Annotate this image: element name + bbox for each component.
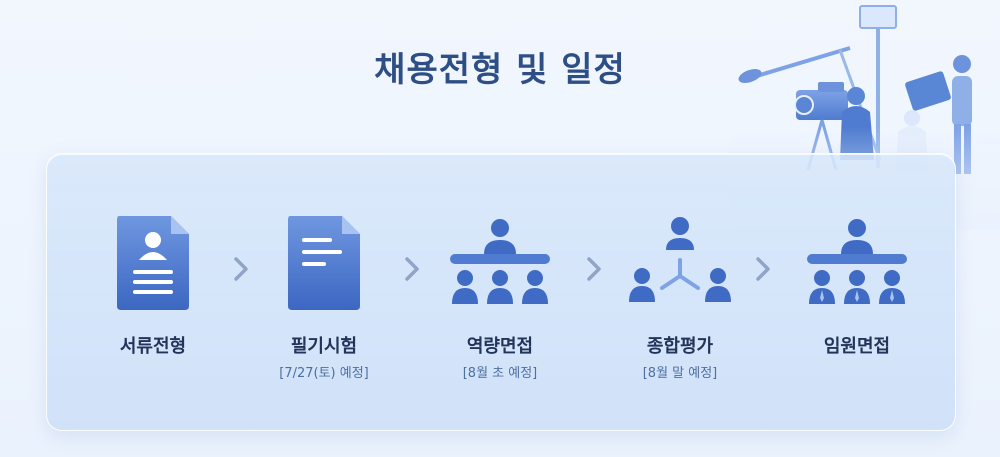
step-written-exam: 필기시험 [7/27(토) 예정]: [244, 214, 404, 381]
process-panel: 서류전형 필기시험 [7/27(토) 예정]: [46, 153, 956, 431]
step-schedule: [7/27(토) 예정]: [279, 366, 369, 381]
written-exam-document-icon: [288, 216, 360, 310]
chevron-right-icon: [587, 257, 601, 281]
step-name: 필기시험: [290, 336, 358, 357]
panel-interview-icon: [450, 219, 550, 304]
chevron-right-icon: [234, 257, 248, 281]
step-schedule: [8월 말 예정]: [642, 366, 718, 381]
step-name: 역량면접: [466, 336, 534, 357]
step-executive-interview: 임원면접: [777, 214, 937, 362]
step-name: 종합평가: [646, 336, 714, 357]
step-name: 임원면접: [823, 336, 891, 357]
step-name: 서류전형: [119, 336, 187, 357]
step-document-screening: 서류전형: [73, 214, 233, 362]
resume-document-icon: [117, 216, 189, 310]
chevron-right-icon: [405, 257, 419, 281]
step-comprehensive-evaluation: 종합평가 [8월 말 예정]: [600, 214, 760, 381]
page-title: 채용전형 및 일정: [374, 50, 626, 90]
chevron-right-icon: [756, 257, 770, 281]
executive-interview-icon: [807, 219, 907, 304]
step-competency-interview: 역량면접 [8월 초 예정]: [420, 214, 580, 381]
step-schedule: [8월 초 예정]: [462, 366, 538, 381]
evaluation-network-icon: [629, 217, 731, 302]
